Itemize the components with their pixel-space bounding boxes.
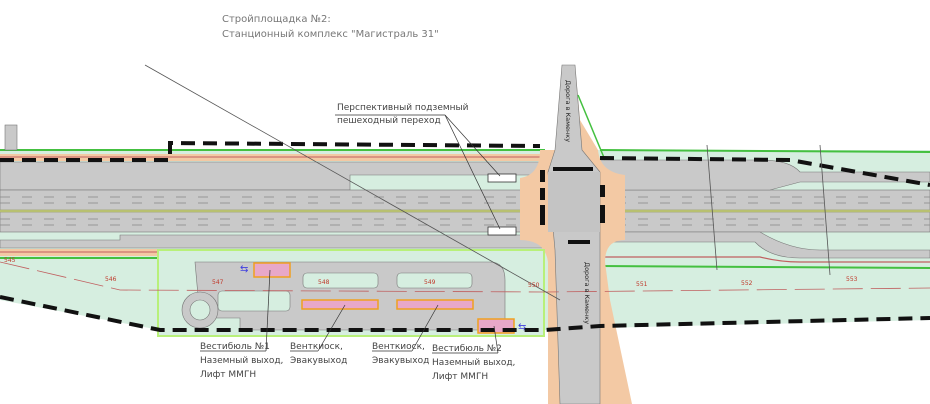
underpass-entrance-south <box>487 226 517 236</box>
callout-vestibule-2-title: Вестибюль №2 <box>432 344 502 354</box>
site-boundary <box>0 140 930 332</box>
vent-kiosk-1 <box>301 299 379 310</box>
station-547: 547 <box>212 279 224 286</box>
callout-vestibule-2-line2: Наземный выход, <box>432 358 515 368</box>
elevator-icon: ⇆ <box>518 322 526 333</box>
island <box>396 272 473 289</box>
vestibule-1 <box>253 262 291 278</box>
vent-kiosk-2 <box>396 299 474 310</box>
station-552: 552 <box>741 280 753 287</box>
title-line-1: Стройплощадка №2: <box>222 14 331 25</box>
crosswalk-bars <box>540 167 605 244</box>
elevator-icon: ⇆ <box>240 264 248 275</box>
title-line-2: Станционный комплекс "Магистраль 31" <box>222 29 439 40</box>
island <box>302 272 379 289</box>
callout-ventkiosk-1-title: Венткиоск, <box>290 342 343 352</box>
road-label-north: Дорога в Каменку <box>564 80 572 142</box>
station-546: 546 <box>105 276 117 283</box>
chainage-line <box>0 261 930 293</box>
station-553: 553 <box>846 276 858 283</box>
right-lower-ramp <box>599 231 930 259</box>
underpass-entrance-north <box>487 173 517 183</box>
station-551: 551 <box>636 281 648 288</box>
sidewalk-line <box>600 256 930 263</box>
station-548: 548 <box>318 279 330 286</box>
callout-vestibule-1-line3: Лифт ММГН <box>200 370 256 380</box>
green-edge <box>577 94 606 161</box>
station-550: 550 <box>528 282 540 289</box>
crossing-label-1: Перспективный подземный <box>337 103 469 113</box>
turning-circle-island <box>189 299 211 321</box>
cross-road <box>547 64 601 404</box>
station-545: 545 <box>4 257 16 264</box>
callout-vestibule-2-line3: Лифт ММГН <box>432 372 488 382</box>
callout-vestibule-1-line2: Наземный выход, <box>200 356 283 366</box>
callout-ventkiosk-2-title: Венткиоск, <box>372 342 425 352</box>
power-lines <box>144 64 831 301</box>
crossing-label-2: пешеходный переход <box>337 116 441 126</box>
road-label-south: Дорога в Каменку <box>583 262 591 324</box>
callout-ventkiosk-1-line2: Эвакувыход <box>290 356 347 366</box>
callout-leaders <box>200 114 501 354</box>
station-549: 549 <box>424 279 436 286</box>
green-edge-top-right <box>599 149 930 153</box>
lane-markings <box>0 196 930 226</box>
intersection <box>548 172 600 232</box>
building <box>4 124 18 151</box>
callout-ventkiosk-2-line2: Эвакувыход <box>372 356 429 366</box>
callout-vestibule-1-title: Вестибюль №1 <box>200 342 270 352</box>
green-edge-right <box>599 265 930 269</box>
